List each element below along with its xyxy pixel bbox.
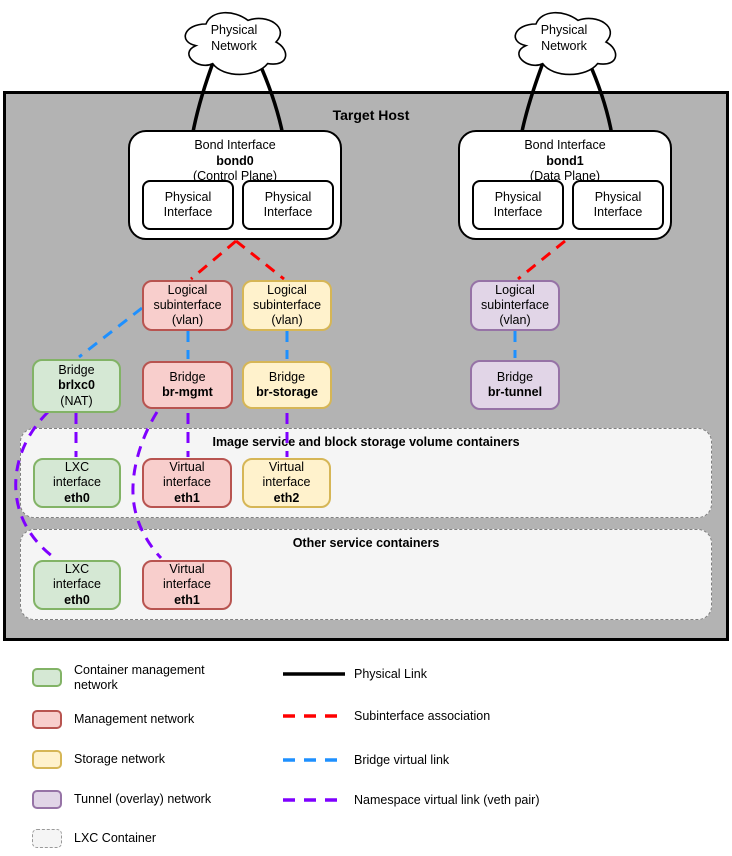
bond0-name: bond0 <box>216 153 254 168</box>
bond0-physical-interface-1: Physical Interface <box>142 180 234 230</box>
legend-label-subinterface: Subinterface association <box>354 709 491 723</box>
c1-eth1-label: Virtual interface <box>163 460 211 490</box>
bond1-physical-interface-2: Physical Interface <box>572 180 664 230</box>
legend-swatch-storage <box>32 750 62 769</box>
legend-label-veth-link: Namespace virtual link (veth pair) <box>354 793 540 807</box>
c1-eth0-label: LXC interface <box>53 460 101 490</box>
bond0-physical-interface-2: Physical Interface <box>242 180 334 230</box>
legend-label-container-mgmt: Container management network <box>74 663 205 693</box>
legend-label-mgmt: Management network <box>74 712 195 726</box>
bridge-brlxc0-label: Bridge <box>58 363 95 378</box>
bridge-brlxc0: Bridge brlxc0 (NAT) <box>32 359 121 413</box>
bond0-header: Bond Interface <box>194 138 276 152</box>
bridge-br-mgmt-name: br-mgmt <box>162 385 213 399</box>
bond1-header: Bond Interface <box>524 138 606 152</box>
c1-lxc-interface-eth0: LXC interface eth0 <box>33 458 121 508</box>
c2-eth0-label: LXC interface <box>53 562 101 592</box>
c2-eth0-name: eth0 <box>64 592 90 607</box>
c2-eth1-label: Virtual interface <box>163 562 211 592</box>
c1-virtual-interface-eth1: Virtual interface eth1 <box>142 458 232 508</box>
c1-eth1-name: eth1 <box>174 490 200 505</box>
bridge-br-storage: Bridge br-storage <box>242 361 332 409</box>
bond1-name: bond1 <box>546 153 584 168</box>
c2-lxc-interface-eth0: LXC interface eth0 <box>33 560 121 610</box>
legend-swatch-lxc-container <box>32 829 62 848</box>
bond0-box: Bond Interface bond0 (Control Plane) Phy… <box>128 130 342 240</box>
image-service-container-title: Image service and block storage volume c… <box>212 435 520 449</box>
legend-label-lxc-container: LXC Container <box>74 831 156 845</box>
bridge-br-mgmt: Bridge br-mgmt <box>142 361 233 409</box>
c1-virtual-interface-eth2: Virtual interface eth2 <box>242 458 331 508</box>
c1-eth2-label: Virtual interface <box>262 460 311 490</box>
bond1-physical-interface-1: Physical Interface <box>472 180 564 230</box>
bridge-br-tunnel-label: Bridge <box>496 369 534 384</box>
bridge-brlxc0-name: brlxc0 <box>58 378 95 393</box>
subinterface-mgmt: Logical subinterface (vlan) <box>142 280 233 331</box>
bond1-plane: (Data Plane) <box>529 169 601 184</box>
c1-eth0-name: eth0 <box>64 490 90 505</box>
bond0-plane: (Control Plane) <box>192 169 278 184</box>
legend-swatch-tunnel <box>32 790 62 809</box>
c2-eth1-name: eth1 <box>174 592 200 607</box>
c2-virtual-interface-eth1: Virtual interface eth1 <box>142 560 232 610</box>
other-service-container-group: Other service containers <box>20 529 712 620</box>
legend-label-bridge-link: Bridge virtual link <box>354 753 450 767</box>
legend-label-physical-link: Physical Link <box>354 667 427 681</box>
image-service-container-group: Image service and block storage volume c… <box>20 428 712 518</box>
physical-network-label-left: Physical Network <box>210 23 258 53</box>
bridge-br-mgmt-label: Bridge <box>169 369 206 384</box>
legend-label-storage: Storage network <box>74 752 166 766</box>
bridge-br-storage-label: Bridge <box>268 369 306 384</box>
bridge-br-tunnel-name: br-tunnel <box>487 385 543 399</box>
subinterface-storage: Logical subinterface (vlan) <box>242 280 332 331</box>
legend-swatch-mgmt <box>32 710 62 729</box>
legend-swatch-container-mgmt <box>32 668 62 687</box>
other-service-container-title: Other service containers <box>292 536 440 550</box>
bridge-br-storage-name: br-storage <box>256 385 318 399</box>
legend-label-tunnel: Tunnel (overlay) network <box>74 792 212 806</box>
bond1-box: Bond Interface bond1 (Data Plane) Physic… <box>458 130 672 240</box>
physical-network-label-right: Physical Network <box>540 23 588 53</box>
subinterface-tunnel: Logical subinterface (vlan) <box>470 280 560 331</box>
target-host-title: Target Host <box>332 107 410 123</box>
bridge-brlxc0-extra: (NAT) <box>60 393 93 408</box>
c1-eth2-name: eth2 <box>273 490 300 505</box>
bridge-br-tunnel: Bridge br-tunnel <box>470 360 560 410</box>
